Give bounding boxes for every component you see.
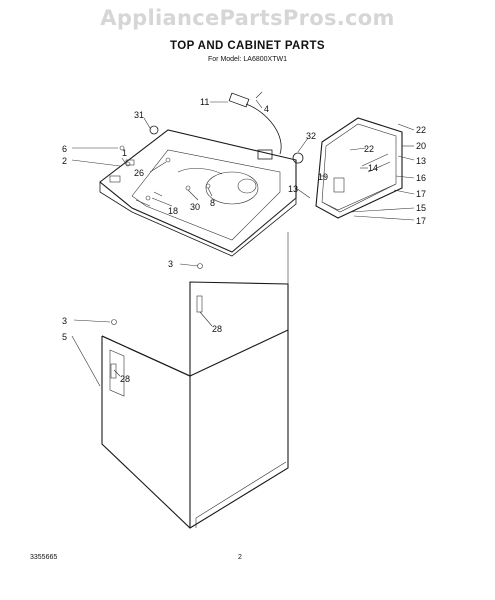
callout-22-inner: 22 [364, 144, 374, 154]
small-parts [110, 125, 304, 379]
callout-16: 16 [416, 173, 426, 183]
callout-4: 4 [264, 104, 269, 114]
callout-26: 26 [134, 168, 144, 178]
callout-8: 8 [210, 198, 215, 208]
callout-19: 19 [318, 172, 328, 182]
document-number: 3355665 [30, 554, 58, 561]
model-subtitle: For Model: LA6800XTW1 [208, 56, 287, 63]
callout-3-top: 3 [168, 259, 173, 269]
callout-3-left: 3 [62, 316, 67, 326]
callout-32: 32 [306, 131, 316, 141]
callout-20: 20 [416, 141, 426, 151]
callout-6: 6 [62, 144, 67, 154]
callout-31: 31 [134, 110, 144, 120]
callout-28-left: 28 [120, 374, 130, 384]
lid-switch [228, 91, 282, 160]
callout-13-right: 13 [416, 156, 426, 166]
leader-lines [71, 99, 415, 387]
callout-17-lower: 17 [416, 216, 426, 226]
top-panel [99, 129, 297, 257]
callout-22-top: 22 [416, 125, 426, 135]
cabinet [101, 281, 289, 529]
callout-1: 1 [122, 148, 127, 158]
callout-15: 15 [416, 203, 426, 213]
page-number: 2 [238, 554, 242, 561]
callout-28-right: 28 [212, 324, 222, 334]
callout-14: 14 [368, 163, 378, 173]
callout-13-left: 13 [288, 184, 298, 194]
callout-18: 18 [168, 206, 178, 216]
callout-2: 2 [62, 156, 67, 166]
lid-assembly [315, 117, 403, 219]
callout-5: 5 [62, 332, 67, 342]
watermark: AppliancePartsPros.com [100, 6, 395, 30]
callout-11: 11 [200, 97, 209, 107]
page-title: TOP AND CABINET PARTS [170, 40, 325, 52]
callout-17-upper: 17 [416, 189, 426, 199]
callout-30: 30 [190, 202, 200, 212]
